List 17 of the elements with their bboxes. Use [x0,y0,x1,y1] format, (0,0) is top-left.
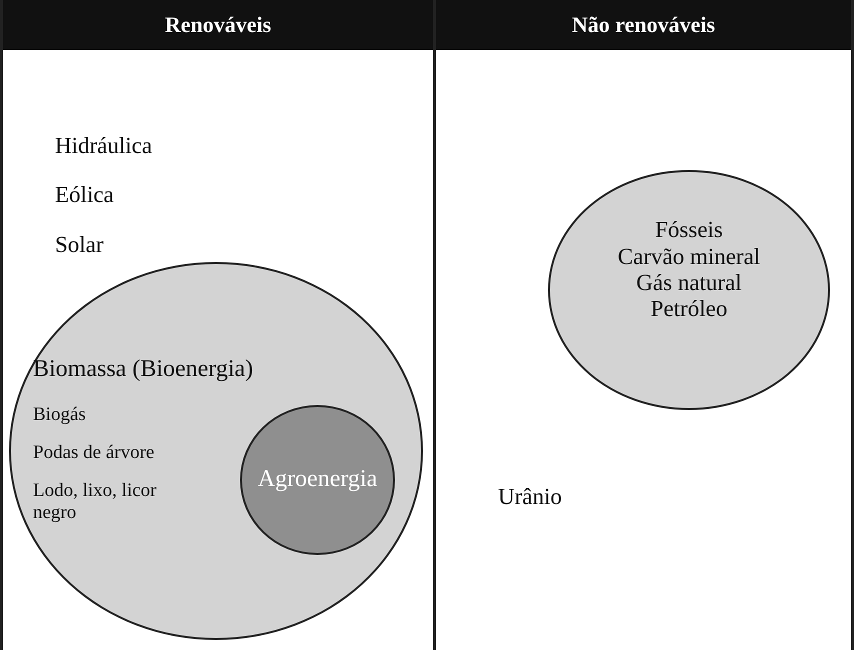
list-item: Carvão mineral [618,244,760,270]
energy-source-label: Urânio [498,484,562,510]
list-item: Biogás [33,404,86,426]
energy-source-label: Eólica [55,182,114,208]
energy-source-label: Hidráulica [55,133,152,159]
column-header: Renováveis [3,0,433,50]
list-item: Gás natural [636,270,742,296]
energy-source-label: Solar [55,232,104,258]
list-item: Podas de árvore [33,442,154,464]
circle-title: Fósseis [655,217,723,244]
table-column [433,0,854,650]
table-column [0,0,436,650]
circle-title: Biomassa (Bioenergia) [33,356,254,383]
circle-title: Agroenergia [258,466,378,494]
list-item: Petróleo [650,296,728,323]
column-header: Não renováveis [436,0,851,50]
list-item: Lodo, lixo, licor negro [33,480,158,524]
